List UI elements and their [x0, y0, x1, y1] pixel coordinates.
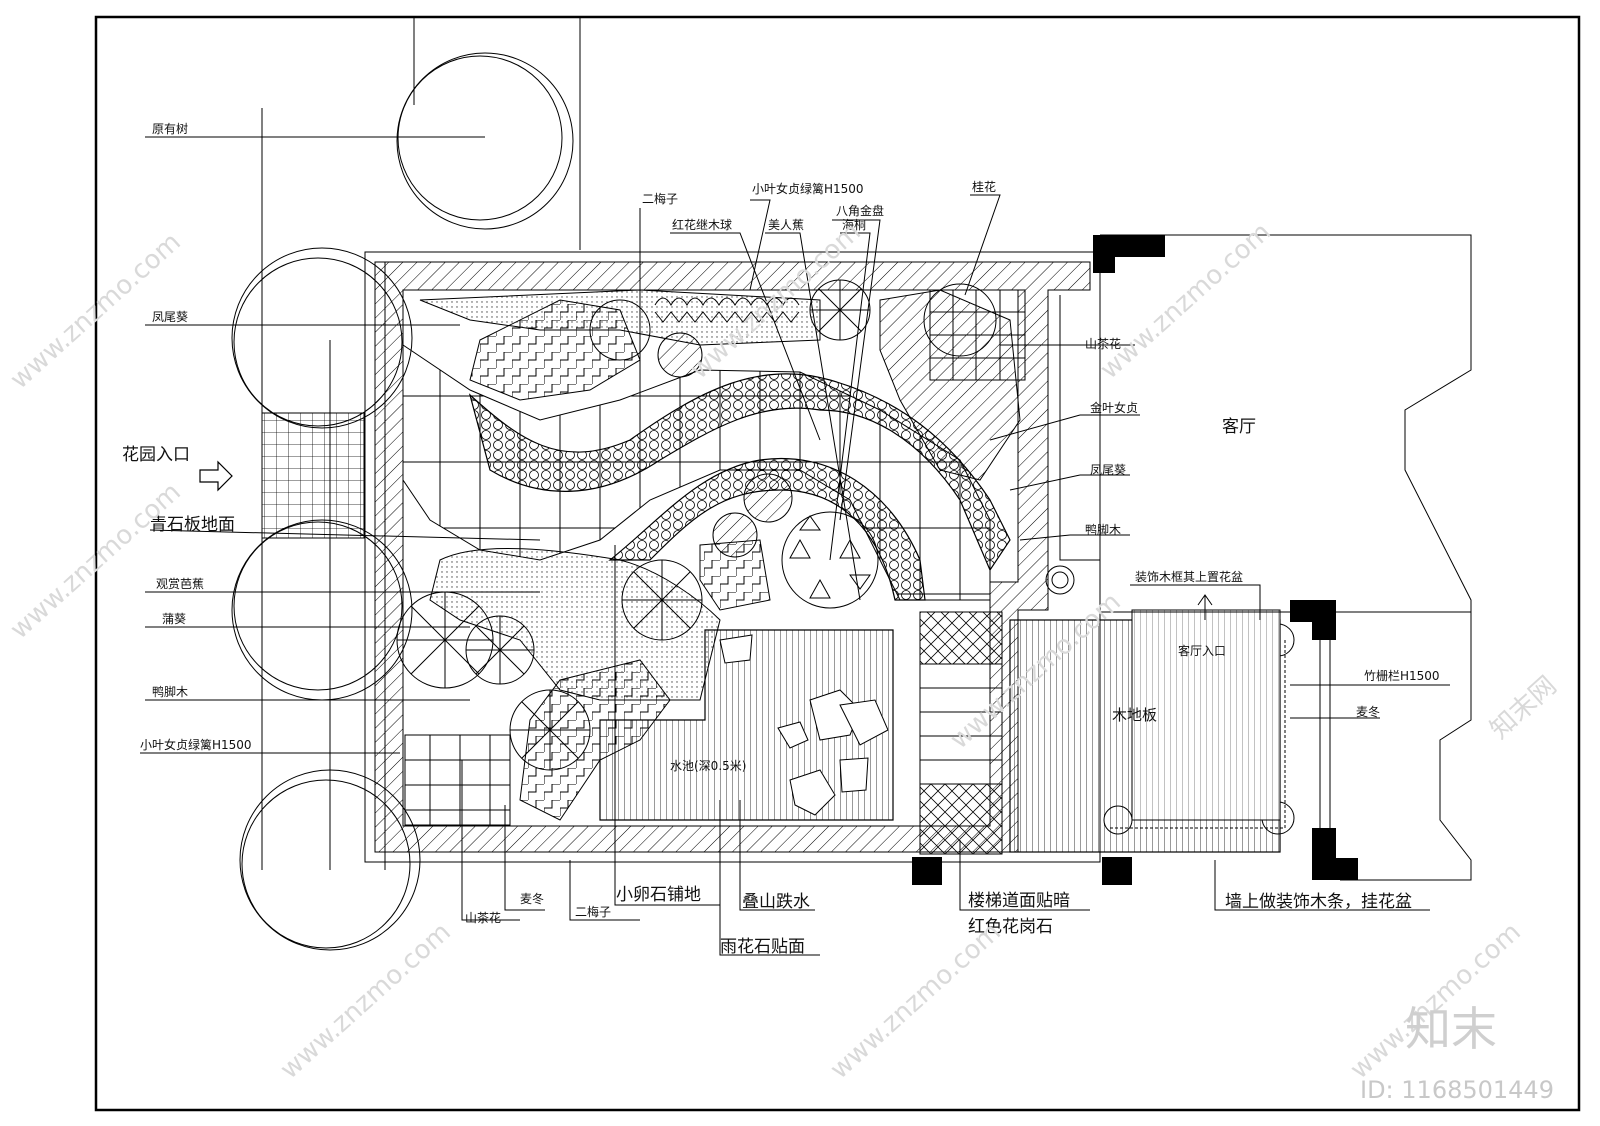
label-rain-flower: 雨花石贴面: [720, 937, 805, 957]
label-wood-floor: 木地板: [1112, 706, 1157, 724]
label-privet-hedge-top: 小叶女贞绿篱H1500: [752, 181, 864, 196]
label-camellia-bottom: 山茶花: [465, 910, 501, 925]
label-phoenix-right: 凤尾葵: [1090, 463, 1126, 477]
leader-lines: [140, 108, 1450, 956]
brand-logo: 知末: [1405, 1002, 1497, 1056]
svg-text:知末网: 知末网: [1485, 671, 1563, 745]
label-wall-deco: 墙上做装饰木条，挂花盆: [1225, 892, 1412, 912]
label-bamboo-fence: 竹栅栏H1500: [1364, 668, 1440, 683]
svg-text:www.znzmo.com: www.znzmo.com: [825, 917, 1007, 1085]
label-mondo-grass: 麦冬: [1356, 704, 1380, 719]
stair: [919, 611, 1003, 855]
image-id: ID: 1168501449: [1360, 1076, 1554, 1104]
label-existing-tree: 原有树: [152, 121, 188, 136]
label-deco-wood-frame: 装饰木框其上置花盆: [1135, 569, 1243, 584]
label-stair-line2: 红色花岗石: [968, 917, 1053, 937]
privet-hedge-top: [654, 297, 800, 323]
pebble-path-upper: [468, 373, 1011, 572]
label-pu-kui: 蒲葵: [162, 612, 186, 626]
drawing-frame: [94, 15, 1581, 1112]
label-pond: 水池(深0.5米): [670, 759, 746, 773]
pebble-path-lower: [608, 458, 926, 601]
label-ornamental-banana: 观赏芭蕉: [156, 577, 204, 591]
label-bluestone: 青石板地面: [150, 515, 235, 535]
entry-arrow-icon: [199, 460, 233, 492]
label-two-plum-bottom: 二梅子: [575, 904, 611, 919]
label-garden-entry: 花园入口: [122, 445, 190, 465]
stepping-stones: [719, 634, 869, 793]
label-canna: 美人蕉: [768, 218, 804, 232]
label-osmanthus: 桂花: [972, 179, 996, 194]
entry-grid-paving: [261, 412, 365, 539]
columns: [912, 235, 1358, 885]
rockery: [789, 689, 889, 816]
label-pittosporum: 海桐: [842, 217, 866, 232]
label-phoenix-left: 凤尾葵: [152, 310, 188, 324]
label-living-room: 客厅: [1222, 417, 1256, 437]
label-camellia-right: 山茶花: [1085, 336, 1121, 351]
label-duck-foot-left: 鸭脚木: [152, 684, 188, 699]
label-rockery: 叠山跌水: [742, 892, 810, 912]
label-mondo-bottom: 麦冬: [520, 891, 544, 906]
label-duck-foot-right: 鸭脚木: [1085, 522, 1121, 537]
label-privet-hedge-left: 小叶女贞绿篱H1500: [140, 737, 252, 752]
label-fatsia: 八角金盘: [836, 203, 884, 218]
plant-symbols: [396, 279, 1295, 835]
label-pebble-paving: 小卵石铺地: [616, 885, 701, 905]
house-outline: [1100, 234, 1472, 881]
label-golden-privet: 金叶女贞: [1090, 400, 1138, 415]
shrub-masses: [469, 289, 1021, 821]
lawn-area: [429, 547, 721, 701]
label-stair-line1: 楼梯道面贴暗: [968, 891, 1070, 911]
label-loropetalum: 红花继木球: [672, 217, 732, 232]
label-guest-entry: 客厅入口: [1178, 643, 1226, 658]
label-two-plum-top: 二梅子: [642, 191, 678, 206]
